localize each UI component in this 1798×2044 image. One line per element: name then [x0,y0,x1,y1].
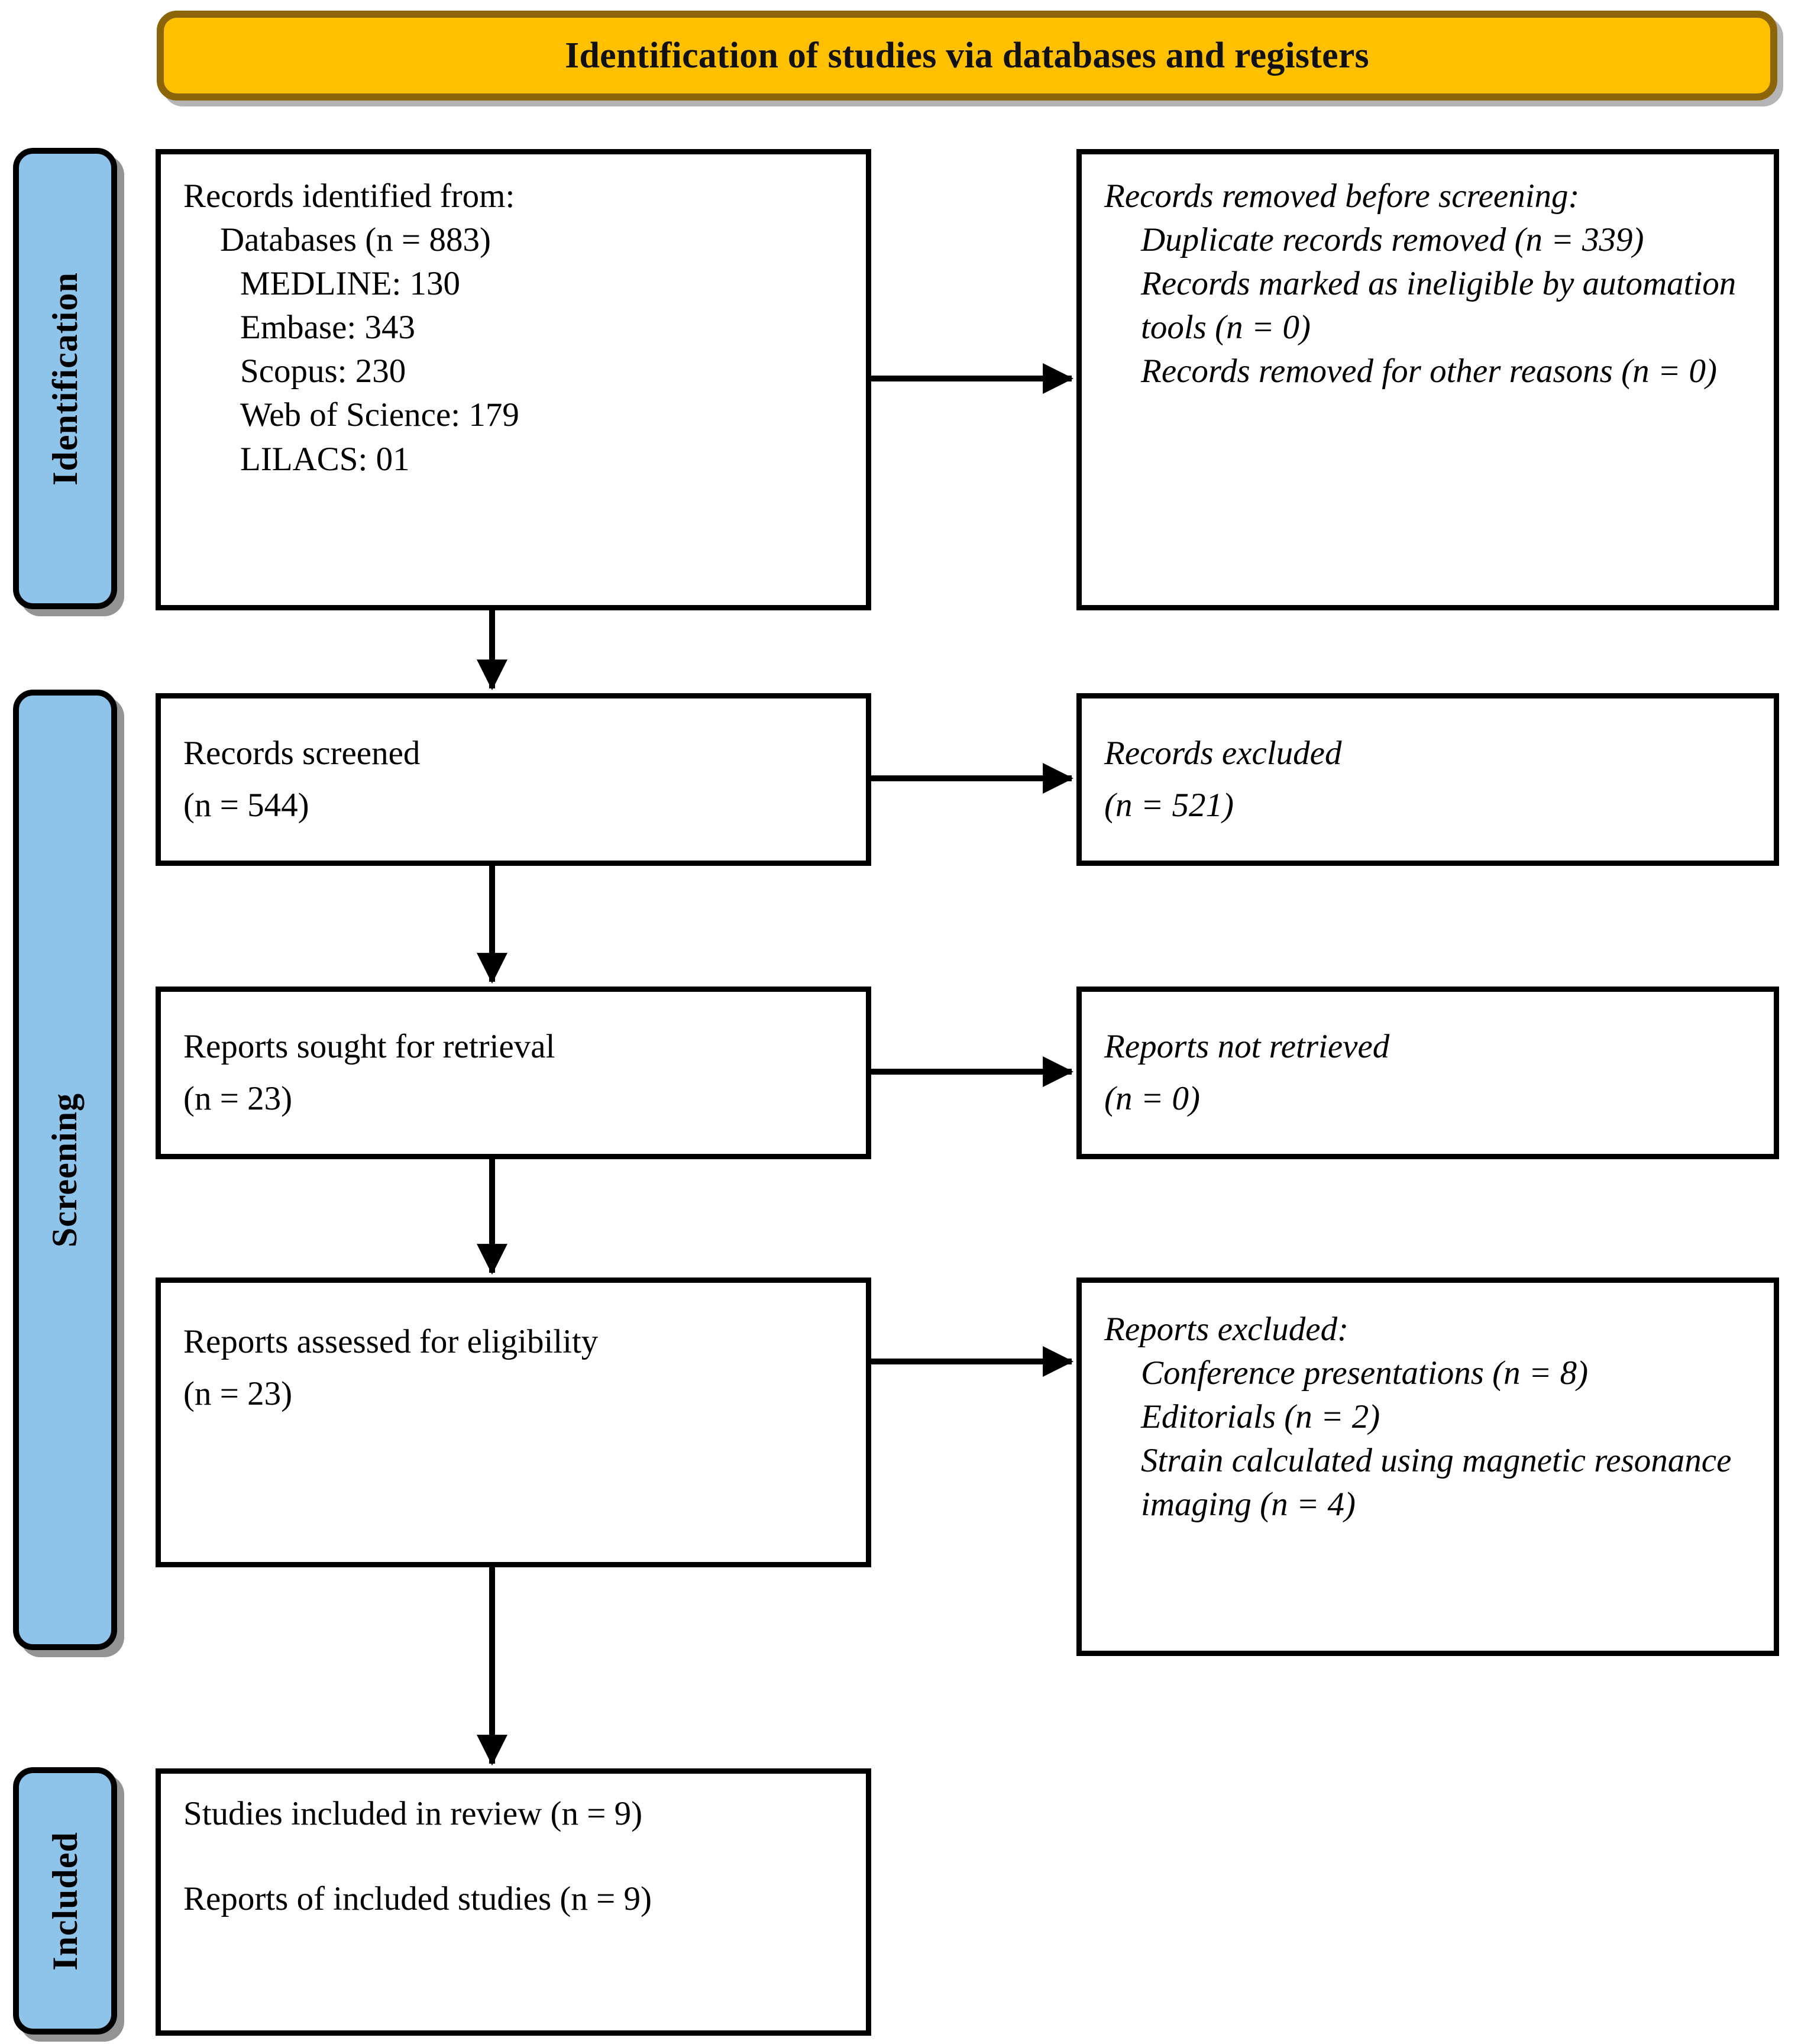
records-removed-automation: Records marked as ineligible by automati… [1141,265,1745,347]
banner-title: Identification of studies via databases … [565,35,1369,76]
spacer [183,1834,843,1879]
reports-assessed-count: (n = 23) [183,1375,293,1413]
box-reports-assessed: Reports assessed for eligibility (n = 23… [156,1278,871,1567]
records-excluded-label: Records excluded [1104,734,1342,772]
records-identified-medline: MEDLINE: 130 [240,265,461,303]
reports-excluded-conference: Conference presentations (n = 8) [1141,1354,1589,1392]
stage-tab-included: Included [13,1767,117,2035]
reports-excluded-mri: Strain calculated using magnetic resonan… [1141,1442,1740,1524]
box-records-screened: Records screened (n = 544) [156,693,871,866]
records-removed-other: Records removed for other reasons (n = 0… [1141,352,1718,390]
records-identified-heading: Records identified from: [183,177,515,215]
box-records-removed: Records removed before screening: Duplic… [1076,149,1779,610]
box-reports-not-retrieved: Reports not retrieved (n = 0) [1076,987,1779,1159]
box-reports-sought: Reports sought for retrieval (n = 23) [156,987,871,1159]
reports-sought-count: (n = 23) [183,1080,293,1117]
records-identified-lilacs: LILACS: 01 [240,440,410,478]
reports-excluded-heading: Reports excluded: [1104,1311,1349,1348]
records-removed-heading: Records removed before screening: [1104,177,1580,215]
records-screened-label: Records screened [183,734,421,772]
records-identified-databases: Databases (n = 883) [220,221,491,259]
box-reports-excluded: Reports excluded: Conference presentatio… [1076,1278,1779,1656]
reports-of-included-studies: Reports of included studies (n = 9) [183,1880,652,1918]
box-records-identified: Records identified from: Databases (n = … [156,149,871,610]
reports-sought-label: Reports sought for retrieval [183,1027,555,1065]
records-removed-duplicates: Duplicate records removed (n = 339) [1141,221,1644,259]
reports-not-retrieved-label: Reports not retrieved [1104,1027,1390,1065]
box-studies-included: Studies included in review (n = 9) Repor… [156,1768,871,2036]
records-screened-count: (n = 544) [183,787,309,824]
records-identified-wos: Web of Science: 179 [240,396,519,434]
records-identified-embase: Embase: 343 [240,309,416,347]
studies-included-review: Studies included in review (n = 9) [183,1795,643,1832]
records-excluded-count: (n = 521) [1104,787,1234,824]
diagram-banner: Identification of studies via databases … [157,11,1777,101]
reports-not-retrieved-count: (n = 0) [1104,1080,1200,1117]
reports-excluded-editorials: Editorials (n = 2) [1141,1398,1380,1436]
stage-tab-identification-label: Identification [45,271,85,486]
records-identified-scopus: Scopus: 230 [240,352,406,390]
stage-tab-screening: Screening [13,690,117,1650]
reports-assessed-label: Reports assessed for eligibility [183,1323,599,1360]
stage-tab-identification: Identification [13,148,117,609]
box-records-excluded: Records excluded (n = 521) [1076,693,1779,866]
stage-tab-included-label: Included [45,1831,85,1971]
stage-tab-screening-label: Screening [45,1092,85,1247]
